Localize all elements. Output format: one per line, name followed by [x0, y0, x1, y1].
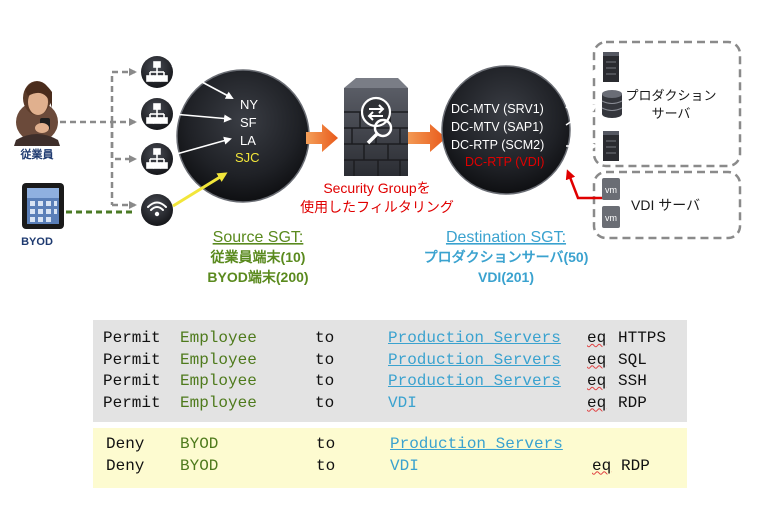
rule-source: BYOD: [180, 456, 219, 475]
rule-eq: eq: [592, 456, 612, 475]
rule-port: SSH: [618, 372, 647, 390]
access-switch-3-icon: [141, 143, 173, 175]
server-dc-mtv-sap1: DC-MTV (SAP1): [451, 120, 543, 134]
server-rack-2-icon: [603, 131, 619, 161]
rule-to: to: [316, 435, 336, 453]
destination-sgt-vdi: VDI(201): [478, 269, 534, 285]
rule-port: HTTPS: [618, 329, 667, 347]
byod-to-sjc-arrow: [172, 172, 228, 208]
vdi-server-group: [592, 170, 742, 240]
site-sf: SF: [240, 115, 257, 130]
server-rack-1-icon: [603, 52, 619, 82]
rule-port: RDP: [621, 456, 650, 475]
datacenter-cloud: [441, 65, 571, 195]
server-link-arrows: [565, 68, 598, 150]
byod-label: BYOD: [21, 236, 53, 248]
site-la: LA: [240, 133, 256, 148]
source-sgt-byod: BYOD端末(200): [207, 269, 308, 285]
wireless-access-point-icon: [141, 194, 173, 226]
vdi-server-label: VDI サーバ: [631, 197, 700, 213]
flow-arrow-right: [404, 124, 446, 152]
firewall-icon: [344, 78, 408, 176]
employee-label: 従業員: [20, 147, 54, 161]
site-sjc: SJC: [235, 150, 260, 165]
site-ny: NY: [240, 97, 258, 112]
access-connectors: [60, 68, 137, 209]
network-diagram: 従業員 BYOD: [14, 40, 742, 285]
destination-sgt-heading: Destination SGT:: [446, 229, 566, 246]
rule-port: SQL: [618, 350, 647, 369]
site-arrows: [171, 65, 234, 156]
rule-eq: eq: [587, 372, 607, 390]
rule-action: Permit: [103, 372, 161, 390]
rule-destination: Production_Servers: [388, 350, 561, 369]
vm-1-icon: vm: [602, 178, 620, 200]
rule-eq: eq: [587, 393, 607, 412]
rule-to: to: [315, 372, 335, 390]
rule-source: Employee: [180, 393, 257, 412]
filter-caption-line1: Security Groupを: [323, 180, 430, 196]
filter-caption-line2: 使用したフィルタリング: [300, 199, 454, 215]
flow-arrow-left: [306, 124, 338, 152]
server-dc-mtv-srv1: DC-MTV (SRV1): [451, 102, 544, 116]
rule-source: Employee: [180, 329, 257, 347]
vdi-link-arrow: [565, 169, 604, 200]
access-switch-1-icon: [141, 56, 173, 88]
rule-action: Permit: [103, 329, 161, 347]
rule-destination: Production_Servers: [388, 372, 561, 390]
svg-text:vm: vm: [605, 213, 617, 223]
rule-source: Employee: [180, 350, 257, 369]
rule-destination: VDI: [390, 456, 419, 475]
rule-eq: eq: [587, 329, 607, 347]
tablet-icon: [22, 183, 64, 229]
rule-action: Permit: [103, 393, 161, 412]
database-icon: [601, 90, 623, 118]
rule-action: Deny: [106, 435, 145, 453]
rule-to: to: [315, 329, 335, 347]
deny-rules-panel: Deny BYOD to Production_Servers Deny BYO…: [93, 428, 687, 488]
permit-rules-panel: Permit Employee to Production_Servers eq…: [93, 320, 687, 422]
production-server-label-line1: プロダクション: [625, 88, 716, 103]
server-dc-rtp-scm2: DC-RTP (SCM2): [451, 138, 544, 152]
rule-action: Permit: [103, 350, 161, 369]
production-server-label-line2: サーバ: [652, 106, 691, 121]
rule-source: Employee: [180, 372, 257, 390]
rule-destination: VDI: [388, 393, 417, 412]
rule-destination: Production_Servers: [388, 329, 561, 347]
rule-source: BYOD: [180, 435, 219, 453]
source-sgt-employee: 従業員端末(10): [210, 249, 306, 265]
rule-port: RDP: [618, 393, 647, 412]
destination-sgt-production: プロダクションサーバ(50): [424, 249, 589, 265]
vm-2-icon: vm: [602, 206, 620, 228]
rule-to: to: [315, 350, 335, 369]
employee-avatar-icon: [14, 81, 60, 146]
access-switch-2-icon: [141, 98, 173, 130]
rule-action: Deny: [106, 456, 145, 475]
rule-eq: eq: [587, 350, 607, 369]
rule-destination: Production_Servers: [390, 435, 563, 453]
rule-to: to: [315, 393, 335, 412]
rule-to: to: [316, 456, 336, 475]
source-sgt-heading: Source SGT:: [213, 229, 304, 246]
svg-text:vm: vm: [605, 185, 617, 195]
server-dc-rtp-vdi: DC-RTP (VDI): [465, 155, 544, 169]
